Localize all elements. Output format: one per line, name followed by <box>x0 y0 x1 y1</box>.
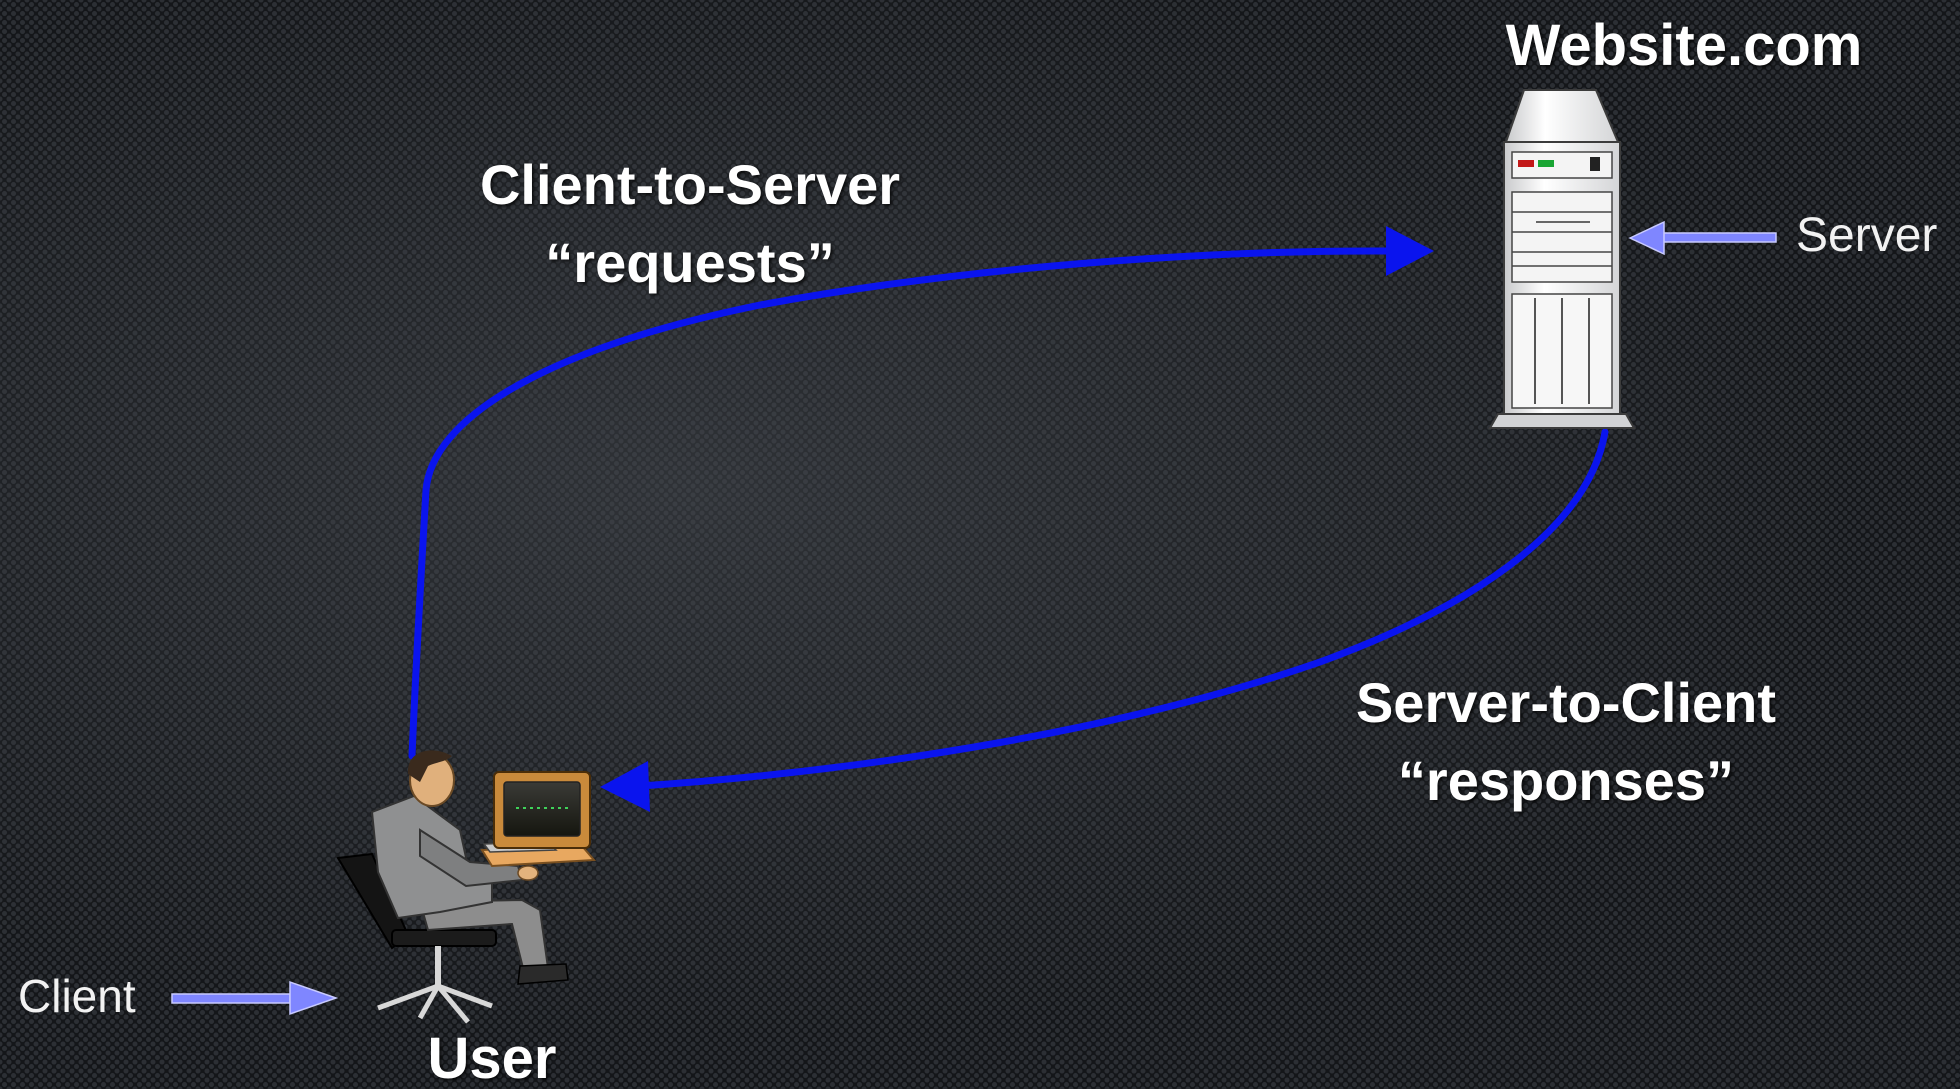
user-label: User <box>427 1026 557 1089</box>
user-at-computer-icon <box>336 750 597 1024</box>
response-label-line1: Server-to-Client <box>1355 671 1777 734</box>
server-title: Website.com <box>1505 13 1863 78</box>
request-label: Client-to-Server “requests” <box>410 146 970 302</box>
client-label: Client <box>18 970 136 1022</box>
server-pointer-arrow <box>1628 220 1777 256</box>
server-tower-icon <box>1488 89 1636 429</box>
request-label-line1: Client-to-Server <box>479 153 901 216</box>
request-flow-arrow <box>408 226 1434 760</box>
server-label: Server <box>1796 209 1938 262</box>
request-arrowhead-icon <box>1386 226 1434 276</box>
response-flow-arrow <box>600 428 1609 812</box>
response-label: Server-to-Client “responses” <box>1286 664 1846 820</box>
response-arrowhead-icon <box>600 761 650 812</box>
response-label-line2: “responses” <box>1397 749 1735 812</box>
request-label-line2: “requests” <box>545 231 835 294</box>
client-pointer-arrow <box>171 980 339 1016</box>
